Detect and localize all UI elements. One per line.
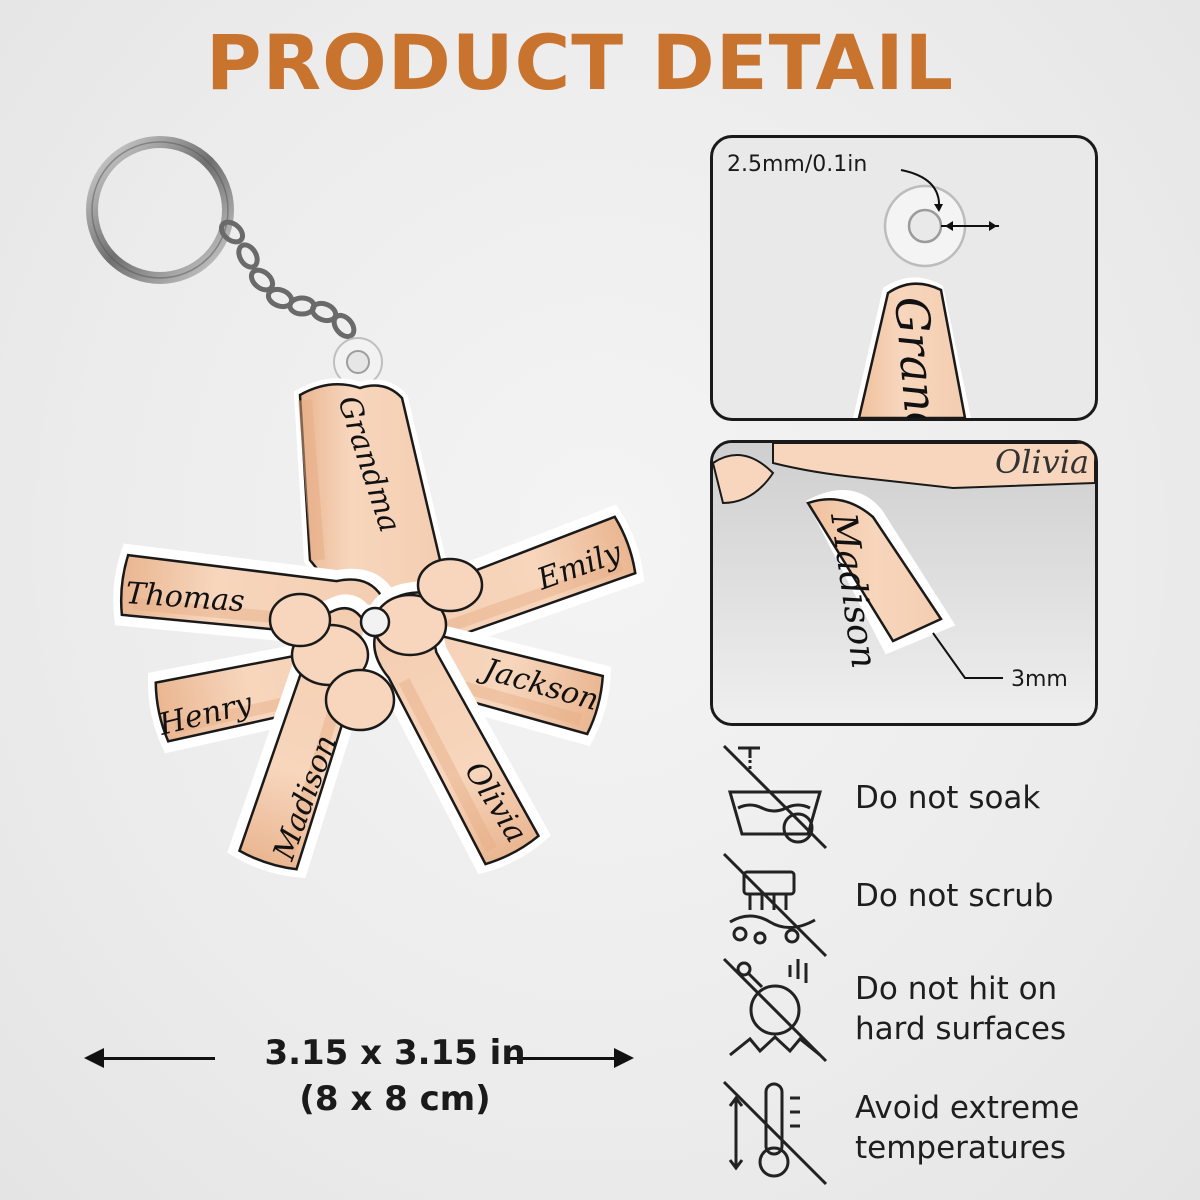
- care-text-soak: Do not soak: [855, 780, 1041, 816]
- name-thomas: Thomas: [124, 576, 245, 619]
- hole-detail-panel: Grand 2.5mm/0.1in: [710, 135, 1098, 421]
- size-arrow-right: [505, 1057, 623, 1060]
- detail-name-olivia: Olivia: [995, 443, 1089, 481]
- care-text-hit: Do not hit on hard surfaces: [855, 971, 1067, 1047]
- care-text-scrub: Do not scrub: [855, 878, 1054, 914]
- size-cm: (8 x 8 cm): [299, 1079, 491, 1119]
- no-hit-icon: [722, 957, 828, 1063]
- size-inches: 3.15 x 3.15 in: [264, 1033, 526, 1073]
- no-temperature-icon: [722, 1080, 828, 1186]
- key-ring: [86, 136, 234, 284]
- care-text-temperature: Avoid extreme temperatures: [855, 1090, 1080, 1166]
- no-scrub-icon: [722, 852, 828, 958]
- fist-cluster: [268, 557, 484, 732]
- acrylic-tab: [333, 337, 383, 387]
- thickness-label: 3mm: [1011, 667, 1068, 692]
- arrow-right-icon: [614, 1048, 634, 1068]
- size-arrow-left: [95, 1057, 215, 1060]
- size-label: 3.15 x 3.15 in (8 x 8 cm): [200, 1030, 590, 1122]
- detail-name-grand: Grand: [884, 294, 950, 418]
- care-item-temperature: Avoid extreme temperatures: [720, 1078, 1190, 1188]
- care-item-hit: Do not hit on hard surfaces: [720, 955, 1190, 1065]
- key-chain: [218, 219, 357, 340]
- arrow-left-icon: [84, 1048, 104, 1068]
- page-title: PRODUCT DETAIL: [205, 18, 955, 107]
- care-item-scrub: Do not scrub: [720, 850, 1190, 960]
- thickness-detail-panel: Olivia Madison 3mm: [710, 440, 1098, 726]
- care-item-soak: Do not soak: [720, 742, 1190, 852]
- hole-size-label: 2.5mm/0.1in: [727, 152, 868, 177]
- no-soak-icon: [722, 744, 828, 850]
